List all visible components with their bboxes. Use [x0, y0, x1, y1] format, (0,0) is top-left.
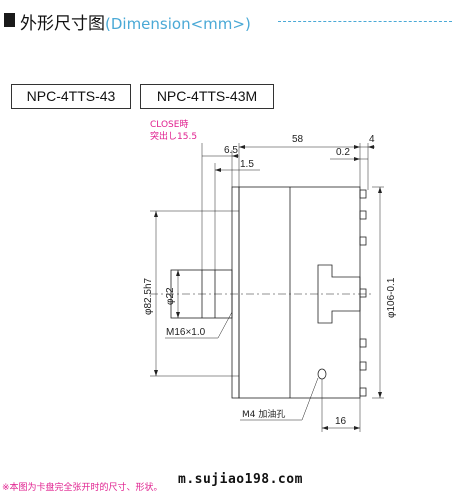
dim-6-5: 6.5: [224, 145, 238, 156]
model-label-1: NPC-4TTS-43: [11, 84, 131, 109]
arrowheads: [154, 145, 382, 430]
dim-16: 16: [335, 416, 347, 427]
title-text: 外形尺寸图: [20, 14, 105, 34]
title-subtitle: (Dimension<mm>): [105, 15, 251, 33]
square-bullet-icon: [4, 13, 15, 27]
dim-1-5: 1.5: [240, 159, 254, 170]
bolt-heads: [359, 189, 367, 397]
dim-106: φ106-0.1: [386, 277, 397, 318]
model-label-2: NPC-4TTS-43M: [140, 84, 274, 109]
section-title: 外形尺寸图(Dimension<mm>): [20, 9, 251, 34]
oil-hole: [317, 368, 327, 380]
dim-58: 58: [292, 134, 304, 145]
hole-label: M4 加油孔: [242, 408, 285, 420]
chuck-body: [238, 186, 361, 399]
watermark-text: m.sujiao198.com: [178, 472, 303, 487]
section-header: 外形尺寸图(Dimension<mm>): [2, 8, 454, 34]
dim-82-5: φ82.5h7: [143, 277, 154, 315]
jaw: [317, 264, 361, 324]
thread-label: M16×1.0: [166, 327, 206, 338]
close-note-line2: 突出し15.5: [150, 130, 197, 142]
dim-0-2: 0.2: [336, 147, 350, 158]
dim-22: φ22: [165, 287, 176, 305]
flange: [231, 186, 240, 399]
footer-note: ※本图为卡盘完全张开时的尺寸、形状。: [2, 483, 163, 493]
header-dashed-rule: [278, 21, 452, 22]
dim-4: 4: [369, 134, 375, 145]
close-note-line1: CLOSE時: [150, 119, 188, 130]
